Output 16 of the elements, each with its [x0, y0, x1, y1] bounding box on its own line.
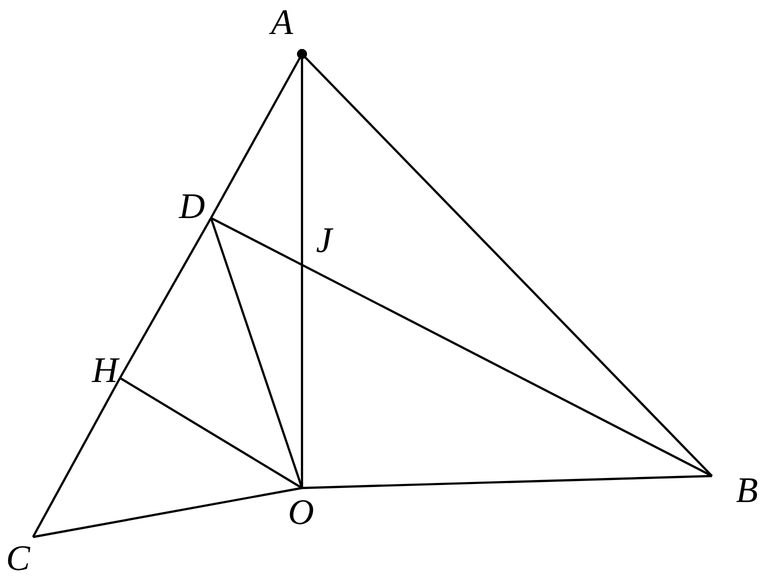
point-label: C — [2, 540, 34, 576]
line-segment — [302, 474, 712, 490]
line-segment — [119, 217, 212, 379]
line-segment — [32, 486, 302, 538]
point-label: D — [175, 188, 209, 224]
line-segment — [297, 49, 307, 488]
line-segment — [32, 377, 121, 538]
point-label: O — [284, 494, 318, 530]
line-segment — [210, 49, 307, 219]
line-segment — [119, 377, 303, 489]
point-label: B — [732, 472, 762, 508]
line-segment — [210, 218, 304, 488]
line-segment — [210, 217, 712, 477]
point-label: J — [315, 222, 334, 258]
point-label: H — [88, 352, 122, 388]
point-label: A — [267, 4, 297, 40]
